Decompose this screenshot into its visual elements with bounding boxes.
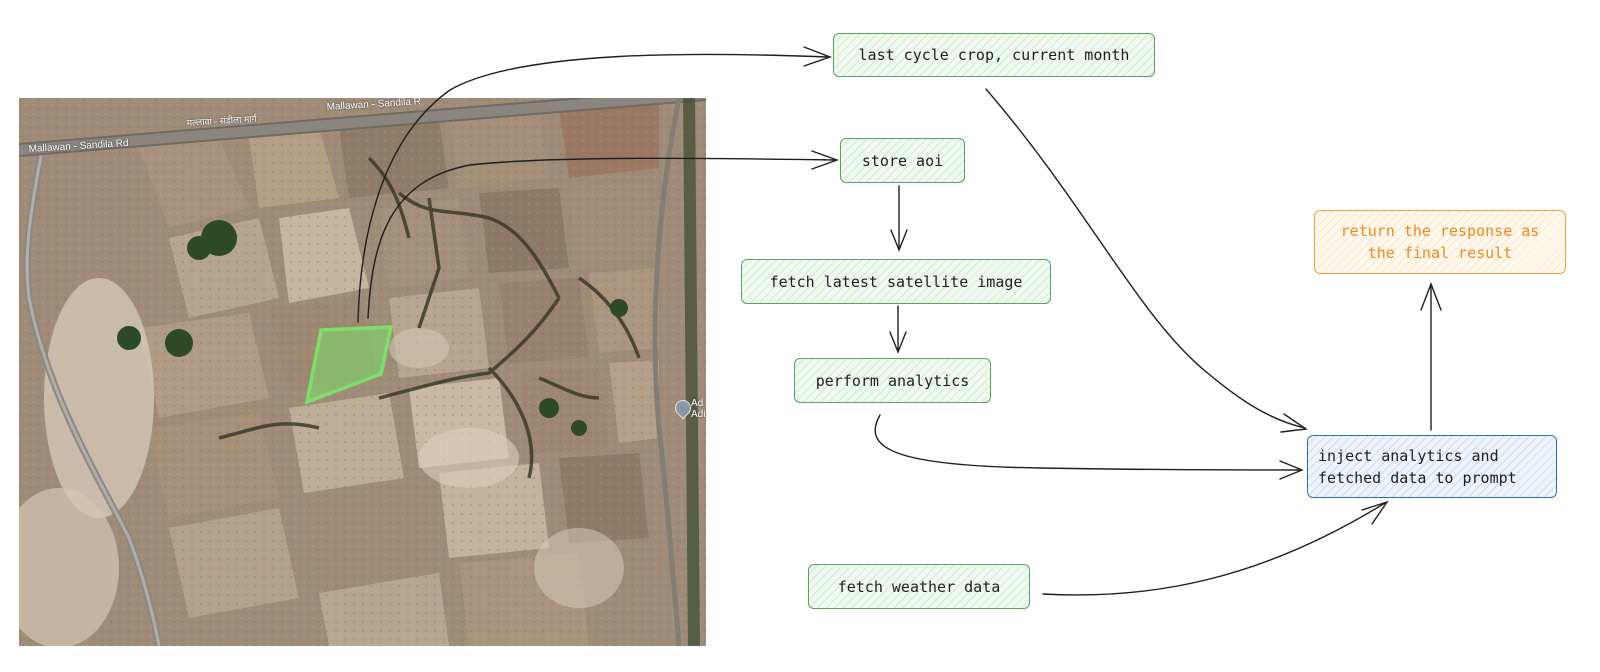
node-fetch-satellite-image[interactable]: fetch latest satellite image — [741, 259, 1051, 304]
satellite-map: Mallawan - Sandila Rd मल्लावां - संडीला … — [19, 98, 706, 646]
map-terrain — [19, 98, 706, 646]
arrow-perform-to-inject — [874, 414, 1301, 471]
aoi-polygon[interactable] — [304, 325, 394, 405]
arrow-weather-to-inject — [1042, 502, 1386, 596]
node-perform-analytics[interactable]: perform analytics — [794, 358, 991, 403]
arrow-crop-to-inject — [985, 88, 1306, 429]
arrow-aoi-to-crop — [357, 53, 829, 323]
poi-label: Ad Adi — [691, 398, 706, 420]
node-store-aoi[interactable]: store aoi — [840, 138, 965, 183]
tree-clusters — [117, 220, 628, 436]
node-last-cycle-crop[interactable]: last cycle crop, current month — [833, 33, 1155, 77]
arrow-aoi-to-store — [367, 157, 836, 319]
node-inject-analytics[interactable]: inject analytics and fetched data to pro… — [1307, 435, 1557, 498]
node-fetch-weather-data[interactable]: fetch weather data — [808, 564, 1030, 609]
node-return-response[interactable]: return the response as the final result — [1314, 210, 1566, 274]
